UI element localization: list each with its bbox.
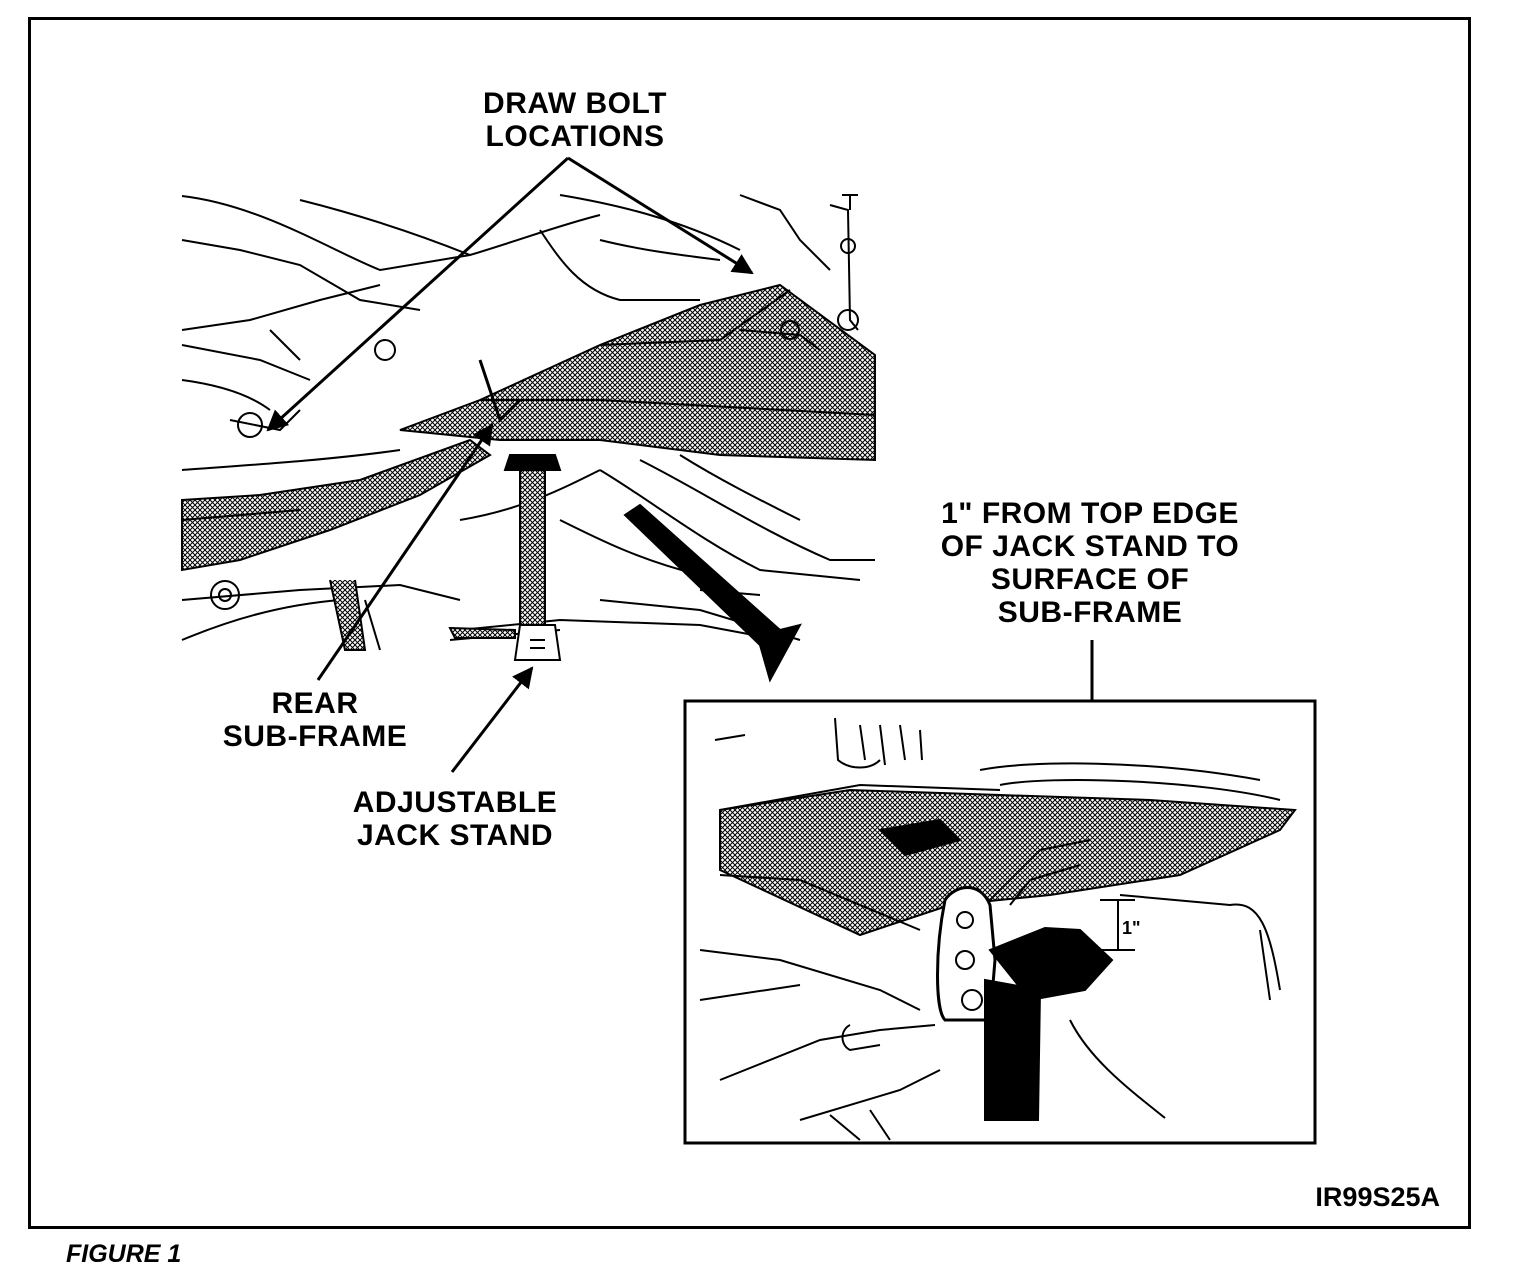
dimension-label: 1" bbox=[1122, 918, 1141, 938]
rear-sub-frame-label: REAR SUB-FRAME bbox=[222, 687, 408, 753]
one-inch-note-label: 1" FROM TOP EDGE OF JACK STAND TO SURFAC… bbox=[940, 497, 1240, 629]
figure-caption: FIGURE 1 bbox=[66, 1240, 182, 1268]
rear-sub-frame-leader bbox=[316, 423, 494, 681]
adjustable-jack-stand-label: ADJUSTABLE JACK STAND bbox=[352, 786, 558, 852]
draw-bolt-leader-right bbox=[567, 156, 754, 275]
draw-bolt-locations-label: DRAW BOLT LOCATIONS bbox=[483, 87, 667, 153]
main-underbody-drawing bbox=[181, 194, 876, 683]
figure-frame bbox=[28, 17, 1471, 1229]
figure-code: IR99S25A bbox=[1315, 1182, 1440, 1212]
inset-detail-view bbox=[683, 699, 1317, 1145]
jack-stand-leader bbox=[450, 666, 534, 773]
draw-bolt-leader-left bbox=[266, 156, 570, 432]
